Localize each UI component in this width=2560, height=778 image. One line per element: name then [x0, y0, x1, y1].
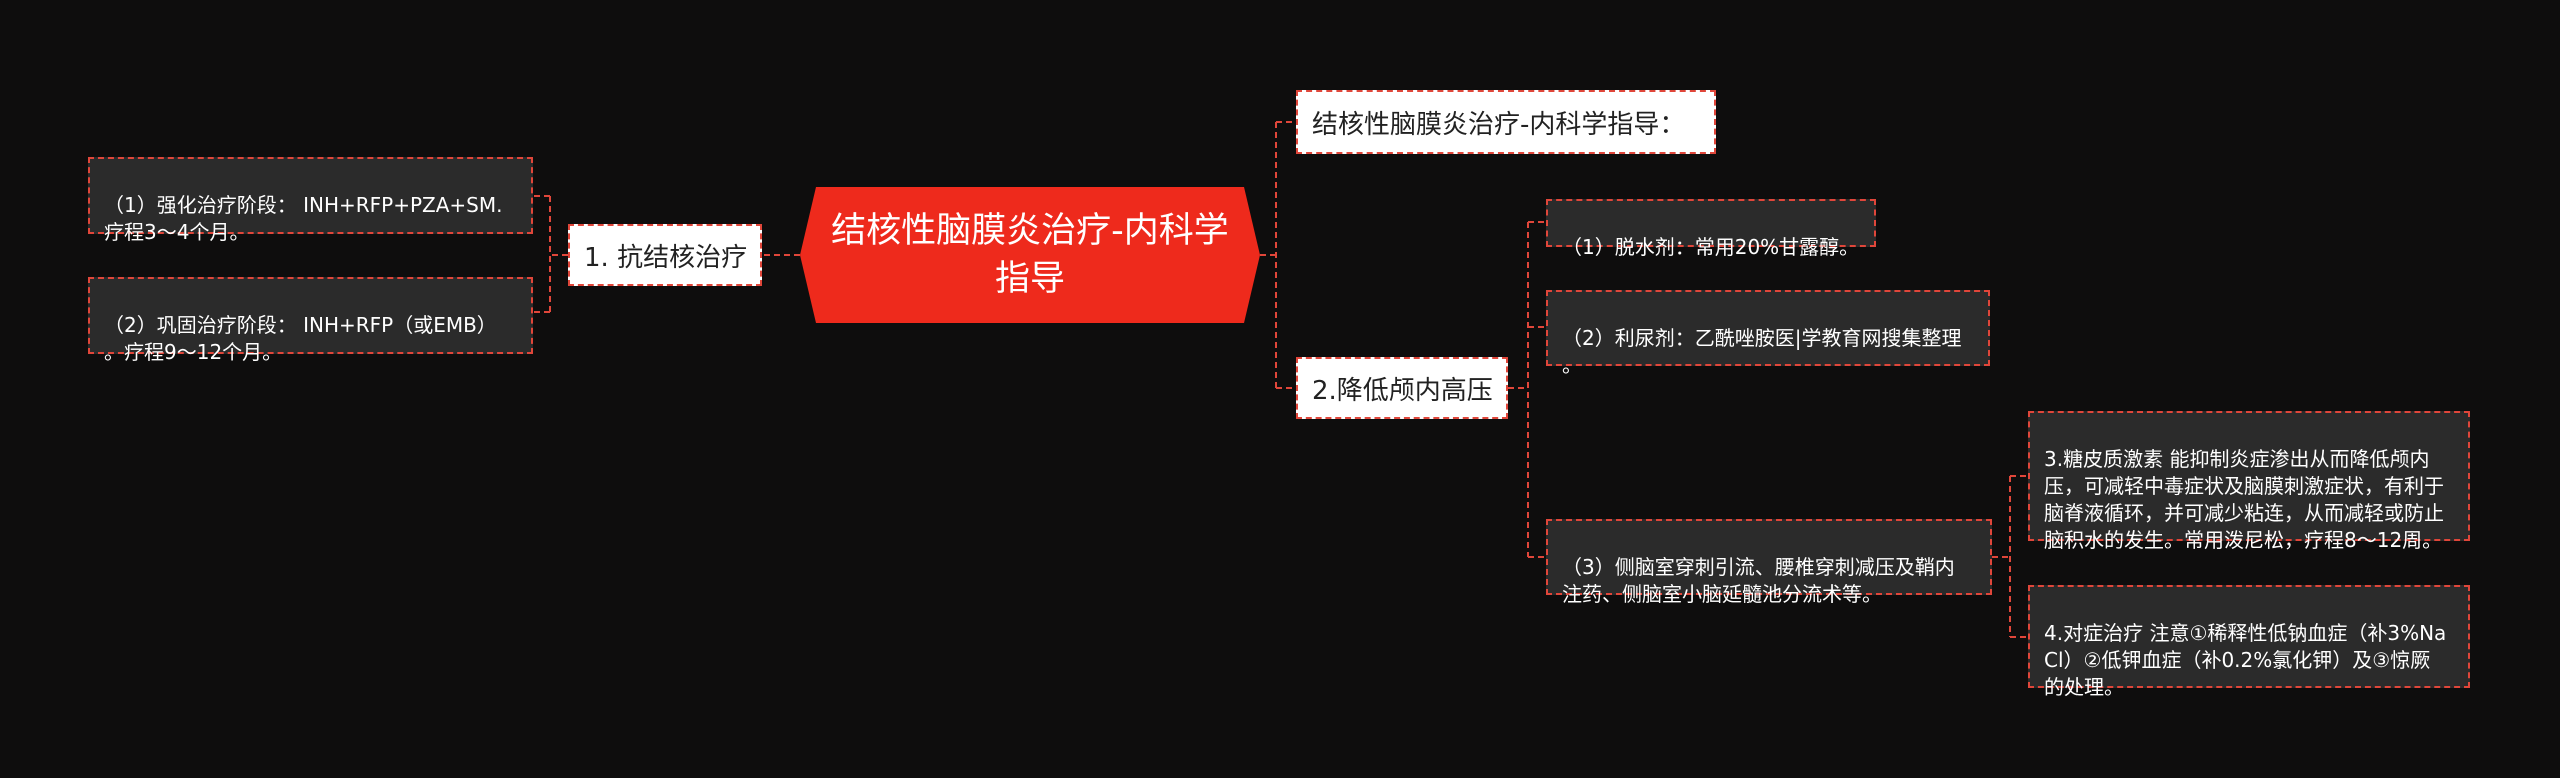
leaf-drainage[interactable]: （3）侧脑室穿刺引流、腰椎穿刺减压及鞘内 注药、侧脑室小脑延髓池分流术等。	[1546, 519, 1992, 606]
branch-antituberculosis-label: 1. 抗结核治疗	[584, 242, 748, 273]
leaf-drainage-text: （3）侧脑室穿刺引流、腰椎穿刺减压及鞘内 注药、侧脑室小脑延髓池分流术等。	[1562, 555, 1955, 606]
leaf-dehydrant-text: （1）脱水剂：常用20%甘露醇。	[1562, 235, 1860, 259]
leaf-diuretic-text: （2）利尿剂：乙酰唑胺医|学教育网搜集整理 。	[1562, 326, 1962, 377]
leaf-symptomatic-text: 4.对症治疗 注意①稀释性低钠血症（补3%Na Cl）②低钾血症（补0.2%氯化…	[2044, 621, 2447, 699]
root-topic[interactable]: 结核性脑膜炎治疗-内科学指导	[800, 187, 1260, 323]
branch-lower-icp[interactable]: 2.降低颅内高压	[1296, 357, 1508, 419]
connector-root-right	[1260, 121, 1296, 389]
leaf-symptomatic[interactable]: 4.对症治疗 注意①稀释性低钠血症（补3%Na Cl）②低钾血症（补0.2%氯化…	[2028, 585, 2470, 699]
connector-item3-subitems	[1992, 475, 2028, 638]
branch-lower-icp-label: 2.降低颅内高压	[1312, 375, 1493, 406]
connector-branch2-items	[1508, 221, 1546, 558]
leaf-consolidation-phase[interactable]: （2）巩固治疗阶段： INH+RFP（或EMB） 。疗程9～12个月。	[88, 277, 533, 364]
leaf-consolidation-phase-text: （2）巩固治疗阶段： INH+RFP（或EMB） 。疗程9～12个月。	[104, 313, 497, 364]
branch-antituberculosis[interactable]: 1. 抗结核治疗	[568, 224, 762, 286]
leaf-diuretic[interactable]: （2）利尿剂：乙酰唑胺医|学教育网搜集整理 。	[1546, 290, 1990, 377]
leaf-glucocorticoid-text: 3.糖皮质激素 能抑制炎症渗出从而降低颅内 压，可减轻中毒症状及脑膜刺激症状，有…	[2044, 447, 2444, 552]
leaf-glucocorticoid[interactable]: 3.糖皮质激素 能抑制炎症渗出从而降低颅内 压，可减轻中毒症状及脑膜刺激症状，有…	[2028, 411, 2470, 552]
heading-guidance[interactable]: 结核性脑膜炎治疗-内科学指导：	[1296, 90, 1716, 154]
leaf-intensive-phase-text: （1）强化治疗阶段： INH+RFP+PZA+SM. 疗程3～4个月。	[104, 193, 503, 244]
root-topic-label: 结核性脑膜炎治疗-内科学指导	[831, 211, 1229, 299]
leaf-intensive-phase[interactable]: （1）强化治疗阶段： INH+RFP+PZA+SM. 疗程3～4个月。	[88, 157, 533, 244]
connector-branch1-leaves	[533, 195, 568, 313]
heading-guidance-label: 结核性脑膜炎治疗-内科学指导：	[1312, 109, 1686, 140]
leaf-dehydrant[interactable]: （1）脱水剂：常用20%甘露醇。	[1546, 199, 1876, 259]
